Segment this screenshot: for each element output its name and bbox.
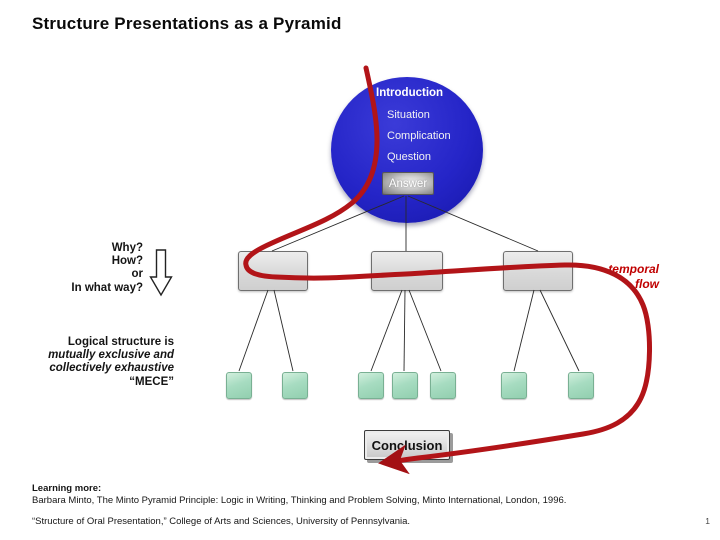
intro-item-question: Question <box>387 151 432 163</box>
temporal-flow-line: flow <box>635 276 659 291</box>
support-box-4 <box>392 372 418 399</box>
support-box-2 <box>282 372 308 399</box>
support-box-6 <box>501 372 527 399</box>
support-box-3 <box>358 372 384 399</box>
keyline-box-1 <box>238 251 308 291</box>
slide-title: Structure Presentations as a Pyramid <box>32 14 342 33</box>
support-box-7 <box>568 372 594 399</box>
connector-lines-level2 <box>238 289 580 372</box>
intro-item-situation: Situation <box>387 109 430 121</box>
down-block-arrow-icon <box>149 249 173 297</box>
temporal-flow-line: temporal <box>608 262 659 276</box>
keyline-box-3 <box>503 251 573 291</box>
intro-item-complication: Complication <box>387 130 451 142</box>
question-line: Why? <box>111 242 143 254</box>
question-line: How? <box>111 255 143 268</box>
introduction-heading: Introduction <box>376 87 444 99</box>
mece-line: “MECE” <box>129 375 174 388</box>
conclusion-box: Conclusion <box>364 430 450 460</box>
mece-line: mutually exclusive and <box>48 349 174 362</box>
support-box-1 <box>226 372 252 399</box>
page-number: 1 <box>705 516 710 526</box>
mece-annotation: Logical structure is mutually exclusive … <box>28 336 174 389</box>
mece-line: Logical structure is <box>67 336 174 348</box>
temporal-flow-label: temporal flow <box>559 262 659 291</box>
question-line: In what way? <box>71 281 143 294</box>
support-box-5 <box>430 372 456 399</box>
question-line: or <box>131 268 144 281</box>
conclusion-label: Conclusion <box>371 437 443 453</box>
question-annotation: Why? How? or In what way? <box>40 242 143 295</box>
answer-box: Answer <box>382 172 434 195</box>
reference-upenn: “Structure of Oral Presentation,” Colleg… <box>32 516 411 527</box>
answer-label: Answer <box>388 177 428 190</box>
learning-more-label: Learning more: <box>32 483 102 494</box>
mece-line: collectively exhaustive <box>49 362 174 375</box>
reference-minto: Barbara Minto, The Minto Pyramid Princip… <box>32 494 567 506</box>
keyline-box-2 <box>371 251 443 291</box>
footer-references: Learning more: Barbara Minto, The Minto … <box>32 483 672 528</box>
